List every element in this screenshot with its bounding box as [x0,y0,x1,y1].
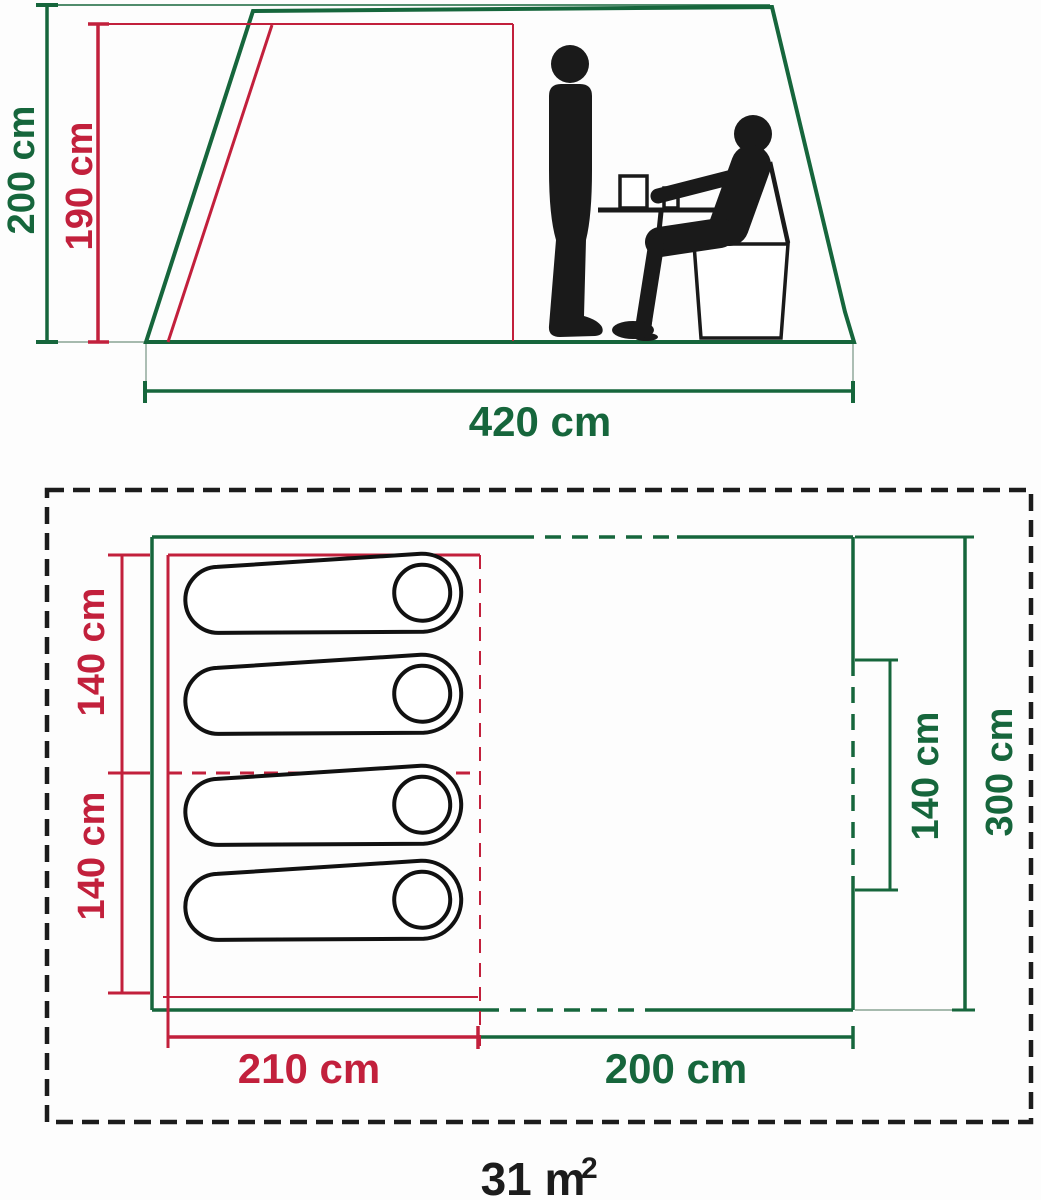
door-width-label: 140 cm [905,712,947,841]
sleeping-bag-pillow [392,774,453,835]
sleeping-bag-outline [183,652,464,736]
room-outline [150,535,855,1012]
inner-height-dimension: 190 cm [59,22,109,344]
bedroom-depth-rear-label: 140 cm [71,792,113,921]
carton-icon [618,174,649,210]
living-width-dimension: 200 cm [481,1026,855,1092]
total-area-label: 31 m [481,1153,586,1200]
chair-backrest [767,161,791,244]
outer-height-label: 200 cm [1,106,43,235]
living-width-label: 200 cm [605,1045,747,1092]
total-depth-label: 300 cm [979,708,1021,837]
sleeping-bag-pillow [392,663,453,724]
chair-seat [692,242,790,340]
floor-width-label: 420 cm [469,398,611,445]
sleeping-bag-outline [183,763,464,847]
total-depth-dimension: 300 cm [855,535,1021,1012]
standing-person-icon [548,45,603,337]
side-view: 200 cm 190 cm [1,3,857,445]
standing-person-head [551,45,589,83]
seated-person-foot [612,321,654,339]
sleeping-bag-icon [183,652,464,736]
sleeping-bag-icon [183,551,464,635]
inner-height-label: 190 cm [59,122,101,251]
seated-person-arm [650,166,752,204]
bedroom-depth-dimensions: 140 cm 140 cm [71,553,150,995]
sleeping-bag-pillow [392,562,453,623]
chair-icon [692,161,791,340]
tent-profile-outline [143,4,857,344]
sleeping-bag-outline [183,551,464,635]
seated-person-icon [612,115,772,339]
bedroom-width-label: 210 cm [238,1045,380,1092]
bedroom-width-dimension: 210 cm [168,1026,480,1092]
sleeping-bag-icon [183,763,464,847]
inner-tent-slope [166,24,274,343]
floor-plan: 140 cm 140 cm 210 cm 200 cm 140 cm [44,487,1034,1200]
outer-height-dimension: 200 cm [1,3,58,344]
seated-person-head [734,115,772,153]
sleeping-bag-pillow [392,869,453,930]
seated-person-shin [636,238,664,330]
sleeping-bags [183,551,464,942]
total-area-superscript: 2 [581,1152,598,1185]
floor-width-dimension: 420 cm [143,381,855,445]
sleeping-bag-outline [183,858,464,942]
standing-person-body [548,84,603,337]
total-area: 31 m 2 [481,1152,598,1200]
seated-person-thigh [645,218,735,257]
inner-tent-outline [98,23,514,343]
door-width-dimension: 140 cm [855,658,947,892]
sleeping-bag-icon [183,858,464,942]
bedroom-depth-front-label: 140 cm [71,588,113,717]
groundsheet-outline [44,487,1034,1125]
